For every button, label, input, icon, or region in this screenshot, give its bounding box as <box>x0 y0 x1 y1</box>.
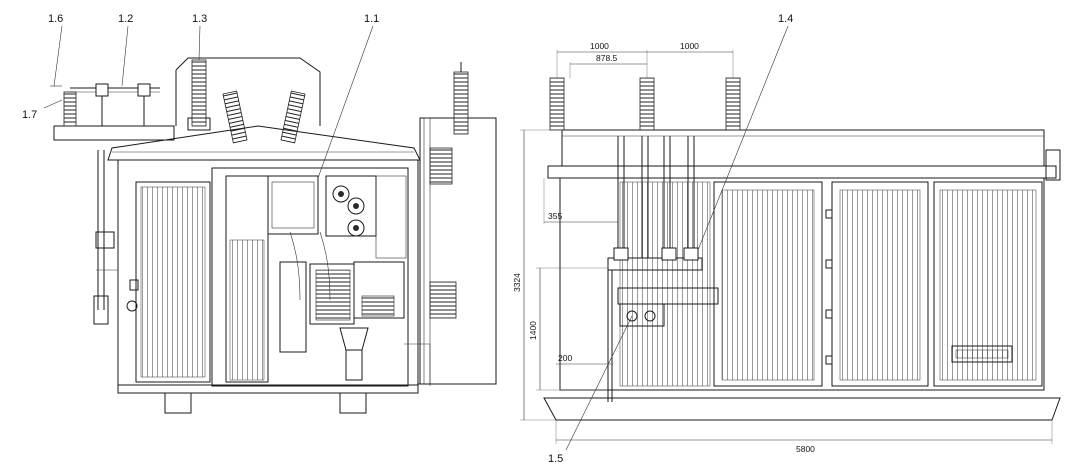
front-view <box>543 77 1061 421</box>
callout-1-7: 1.7 <box>22 109 37 121</box>
dim-878-5: 878.5 <box>596 53 618 63</box>
callout-1-1: 1.1 <box>364 13 379 25</box>
dim-355: 355 <box>548 211 562 221</box>
dim-1000-left: 1000 <box>590 41 609 51</box>
side-view <box>50 57 497 414</box>
callout-1-2: 1.2 <box>118 13 133 25</box>
dim-200: 200 <box>558 353 572 363</box>
dim-5800: 5800 <box>796 444 815 454</box>
callout-1-5: 1.5 <box>548 453 563 465</box>
dim-1000-right: 1000 <box>680 41 699 51</box>
callout-1-6: 1.6 <box>48 13 63 25</box>
callout-1-3: 1.3 <box>192 13 207 25</box>
dim-1400: 1400 <box>528 321 538 340</box>
front-view-dimensions <box>520 25 1053 451</box>
side-view-leaders <box>43 25 374 179</box>
callout-1-4: 1.4 <box>778 13 793 25</box>
dim-3324: 3324 <box>512 273 522 292</box>
